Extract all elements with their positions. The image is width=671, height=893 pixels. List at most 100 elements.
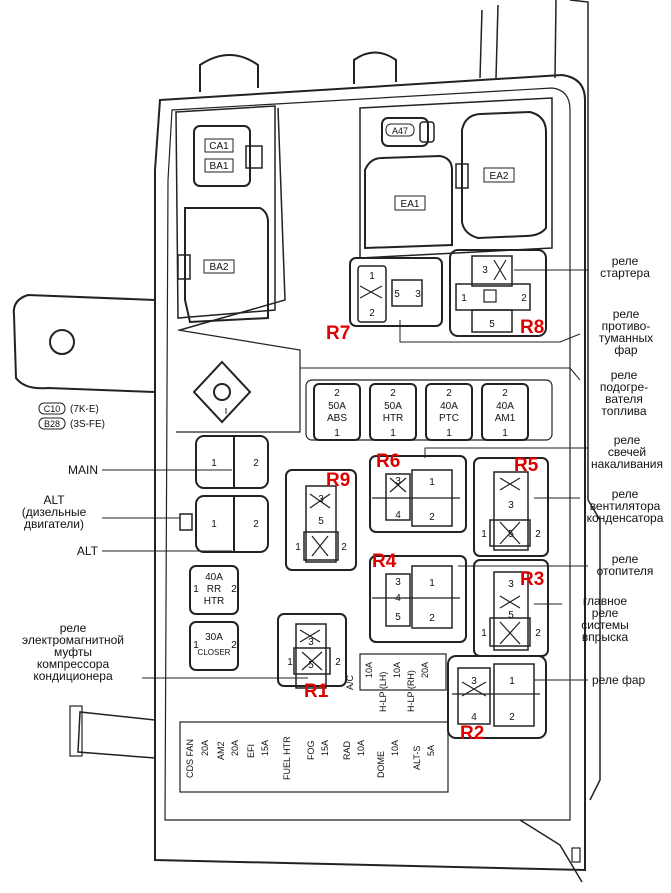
fuse-fuel-htr-name: FUEL HTR — [282, 736, 292, 780]
diagram-label: 2 — [253, 458, 259, 469]
diagram-label: 5 — [395, 612, 401, 623]
label-headlamp-relay: реле фар — [592, 673, 646, 687]
relay-r5-socket — [473, 457, 549, 557]
diagram-label: 4 — [471, 712, 477, 723]
diagram-label: 1 — [461, 293, 467, 304]
fusible-link-abs-amp: 50A — [328, 401, 346, 412]
connector-a47-label: A47 — [392, 126, 408, 136]
diagram-label: 2 — [521, 293, 527, 304]
diagram-label: 1 — [429, 477, 435, 488]
mounting-tab — [12, 293, 156, 393]
diagram-label: 1 — [502, 428, 508, 439]
relay-r6-id: R6 — [376, 451, 401, 472]
label-alt-diesel-fuse: ALT (дизельные двигатели) — [21, 493, 87, 531]
label-starter-relay: реле стартера — [600, 254, 650, 280]
fuse-alt-s-name: ALT-S — [412, 746, 422, 770]
label-condenser-relay: реле вентилятора конденсатора — [586, 487, 664, 525]
diagram-label: 1 — [287, 657, 293, 668]
fuse-cds-fan-name: CDS FAN — [185, 739, 195, 778]
diagram-label: 2 — [253, 519, 259, 530]
diagram-label: 1 — [295, 542, 301, 553]
diagram-label: 1 — [211, 519, 217, 530]
fusible-link-ptc-name: PTC — [439, 413, 459, 424]
ground-c10-engine: (7K-E) — [70, 404, 99, 415]
diagram-label: 2 — [231, 584, 237, 595]
fusible-link-abs-name: ABS — [327, 413, 347, 424]
diagram-label: 5 — [308, 660, 314, 671]
diagram-label: 2 — [446, 388, 452, 399]
diagram-label: 2 — [502, 388, 508, 399]
diagram-label: 2 — [429, 512, 435, 523]
diagram-label: 10A — [390, 740, 400, 756]
ground-b28-code: B28 — [44, 419, 60, 429]
fuse-hlp-lh-name: H-LP (LH) — [378, 672, 388, 712]
diagram-label: 2 — [509, 712, 515, 723]
diagram-label: 3 — [395, 476, 401, 487]
relay-r1-socket — [277, 613, 347, 687]
label-main-fuse: MAIN — [68, 463, 98, 477]
fusible-link-am1 — [481, 383, 529, 441]
diagram-label: 2 — [341, 542, 347, 553]
diagram-label: 3 — [415, 289, 421, 300]
diagram-label: 3 — [395, 577, 401, 588]
connector-ea1-label: EA1 — [401, 199, 420, 210]
relay-r2-id: R2 — [460, 723, 485, 744]
label-heater-relay: реле отопителя — [596, 552, 654, 578]
diagram-label: 3 — [471, 676, 477, 687]
diagram-label: 5 — [489, 319, 495, 330]
relay-r3-id: R3 — [520, 569, 545, 590]
fusible-link-abs — [313, 383, 361, 441]
fuse-efi-name: EFI — [246, 744, 256, 758]
label-ac-clutch-relay: реле электромагнитной муфты компрессора … — [22, 621, 124, 683]
closer-name: CLOSER — [198, 648, 231, 657]
diagram-label: 3 — [318, 494, 324, 505]
diagram-label: 15A — [260, 740, 270, 756]
label-fuel-heater-relay: реле подогре- вателя топлива — [599, 368, 649, 418]
diagram-label: 2 — [535, 628, 541, 639]
fuse-hlp-rh-name: H-LP (RH) — [406, 670, 416, 712]
connector-ca1-frame — [193, 125, 251, 187]
diagram-label: 1 — [481, 628, 487, 639]
rr-htr-line1: RR — [207, 584, 221, 595]
alt-fuse — [195, 495, 269, 553]
fusible-link-htr — [369, 383, 417, 441]
connector-ba1-label: BA1 — [210, 161, 229, 172]
diagram-label: 3 — [482, 265, 488, 276]
rr-htr-fuse — [189, 565, 239, 615]
relay-r9-id: R9 — [326, 470, 351, 491]
housing-outline — [154, 73, 586, 872]
label-alt-fuse: ALT — [76, 544, 98, 558]
fusible-link-htr-name: HTR — [383, 413, 404, 424]
connector-ea2-frame — [461, 110, 547, 240]
diagram-label: 2 — [334, 388, 340, 399]
housing-inner — [164, 87, 571, 821]
relay-r7-socket — [349, 257, 443, 327]
connector-ba2-frame — [184, 207, 269, 324]
label-efi-main-relay: главное реле системы впрыска — [581, 594, 629, 644]
fusible-link-am1-name: AM1 — [495, 413, 516, 424]
fuse-ac-name: A/C — [345, 674, 355, 690]
rr-htr-line2: HTR — [204, 596, 225, 607]
ground-b28-engine: (3S-FE) — [70, 419, 105, 430]
diagram-label: 3 — [308, 637, 314, 648]
diagram-label: 1 — [446, 428, 452, 439]
diagram-label: 1 — [193, 584, 199, 595]
relay-r4-id: R4 — [372, 551, 397, 572]
ground-c10-code: C10 — [44, 404, 61, 414]
fuse-fog-name: FOG — [306, 741, 316, 761]
diagram-label: 2 — [335, 657, 341, 668]
fusible-link-ptc — [425, 383, 473, 441]
closer-amp: 30A — [205, 632, 223, 643]
diagram-label: 5 — [508, 610, 514, 621]
fusible-link-am1-amp: 40A — [496, 401, 514, 412]
diagram-label: 5A — [426, 745, 436, 756]
diagram-label: 4 — [395, 593, 401, 604]
relay-r2-socket — [447, 655, 547, 739]
diagram-label: 1 — [193, 640, 199, 651]
diagram-label: 15A — [320, 740, 330, 756]
fuse-rad-name: RAD — [342, 740, 352, 760]
diagram-label: 2 — [369, 308, 375, 319]
diagram-label: 10A — [392, 662, 402, 678]
diagram-label: 2 — [535, 529, 541, 540]
main-fuse — [195, 435, 269, 489]
